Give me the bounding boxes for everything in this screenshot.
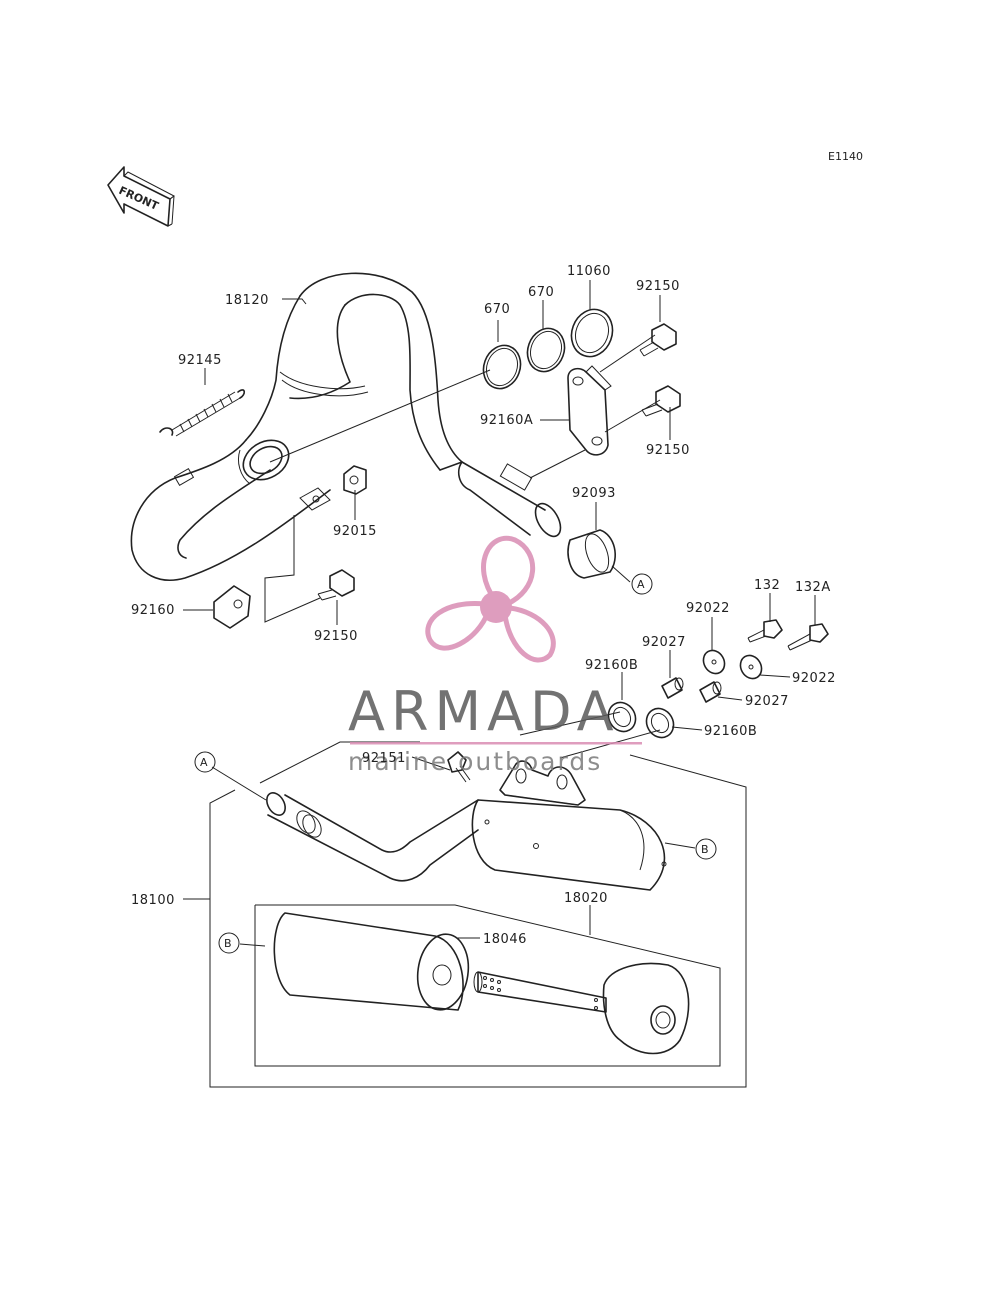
- propeller-logo-icon: [425, 535, 556, 663]
- label-92160A: 92160A: [480, 413, 533, 428]
- washer-92022-b: [739, 654, 763, 680]
- bracket-92160A: [567, 365, 612, 456]
- label-92022-a: 92022: [686, 601, 730, 616]
- o-ring-670-a: [482, 344, 522, 390]
- label-92093: 92093: [572, 486, 616, 501]
- label-670-b: 670: [528, 285, 554, 300]
- label-92150-b: 92150: [646, 443, 690, 458]
- bolt-92151: [447, 751, 471, 783]
- label-11060: 11060: [567, 264, 611, 279]
- grommet-92160B-a: [607, 701, 637, 733]
- o-ring-670-b: [526, 327, 566, 373]
- label-92022-b: 92022: [792, 671, 836, 686]
- label-92160B-b: 92160B: [704, 724, 757, 739]
- perforation-holes: [483, 976, 598, 1010]
- leader-lines: [183, 280, 816, 947]
- label-18120: 18120: [225, 293, 269, 308]
- label-18100: 18100: [131, 893, 175, 908]
- nut-92015: [343, 465, 367, 495]
- bolt-92150-a: [639, 323, 677, 357]
- label-132A: 132A: [795, 580, 831, 595]
- label-18020: 18020: [564, 891, 608, 906]
- label-92160B-a: 92160B: [585, 658, 638, 673]
- diagram-code: E1140: [828, 150, 863, 163]
- spring-92145: [159, 389, 246, 437]
- label-92145: 92145: [178, 353, 222, 368]
- bracket-92160: [213, 585, 251, 629]
- label-92160: 92160: [131, 603, 175, 618]
- label-18046: 18046: [483, 932, 527, 947]
- svg-text:A: A: [637, 578, 645, 591]
- bolt-92150-b: [641, 385, 681, 417]
- label-92027-a: 92027: [642, 635, 686, 650]
- bolt-132A: [787, 623, 829, 651]
- watermark-underline: [350, 742, 642, 745]
- bolt-132: [747, 619, 783, 643]
- bolt-92150-c: [317, 569, 355, 601]
- label-132: 132: [754, 578, 780, 593]
- grommet-92160B-b: [645, 707, 675, 739]
- collar-92027-b: [699, 681, 722, 703]
- label-92150-a: 92150: [636, 279, 680, 294]
- front-arrow-icon: FRONT: [107, 166, 175, 227]
- label-92151: 92151: [362, 751, 406, 766]
- watermark-brand: ARMADA: [348, 680, 620, 743]
- label-92015: 92015: [333, 524, 377, 539]
- label-92027-b: 92027: [745, 694, 789, 709]
- label-670-a: 670: [484, 302, 510, 317]
- callout-a-lower: A: [194, 751, 216, 773]
- muffler-internals-18020: [254, 904, 721, 1067]
- callout-a-upper: A: [631, 573, 653, 595]
- seal-92093: [567, 529, 616, 579]
- svg-text:B: B: [224, 937, 232, 950]
- watermark-tagline: marine outboards: [348, 747, 602, 776]
- washer-92022-a: [702, 649, 726, 675]
- collar-92027-a: [661, 677, 684, 699]
- armada-watermark: ARMADA marine outboards: [348, 535, 642, 776]
- gasket-11060: [570, 308, 614, 358]
- label-92150-c: 92150: [314, 629, 358, 644]
- exhaust-pipe-18120: [130, 272, 562, 581]
- muffler-assembly-18100: [209, 741, 747, 1088]
- part-labels: 18120 92145 670 670 11060 92150 92160A 9…: [131, 264, 836, 947]
- svg-text:B: B: [701, 843, 709, 856]
- callout-b-right: B: [695, 838, 717, 860]
- callout-b-left: B: [218, 932, 240, 954]
- svg-text:A: A: [200, 756, 208, 769]
